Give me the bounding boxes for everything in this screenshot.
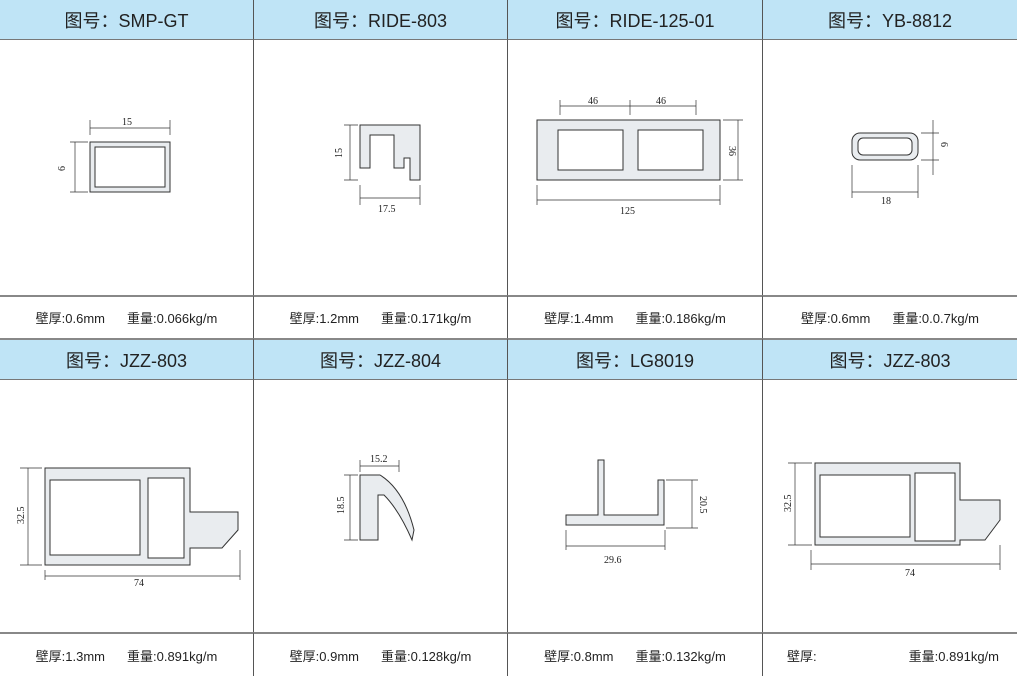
cell-title: 图号：SMP-GT (0, 0, 254, 40)
cell-title: 图号：RIDE-803 (254, 0, 508, 40)
dim-label: 6 (938, 142, 949, 147)
weight: 重量:0.891kg/m (127, 648, 218, 664)
wall-thickness: 壁厚:0.8mm (544, 648, 614, 664)
cell-title: 图号：LG8019 (508, 338, 763, 380)
wall-thickness: 壁厚:1.3mm (35, 648, 105, 664)
cell-title: 图号：JZZ-804 (254, 338, 508, 380)
cell-title: 图号：RIDE-125-01 (508, 0, 763, 40)
dim-label: 29.6 (604, 555, 622, 566)
profile-drawing-jzz-803-b: 32.5 74 (763, 380, 1017, 632)
spec-row: 壁厚:1.3mm 重量:0.891kg/m (0, 632, 254, 676)
wall-thickness: 壁厚:0.9mm (289, 648, 359, 664)
dim-label: 74 (134, 578, 144, 589)
weight: 重量:0.132kg/m (635, 648, 726, 664)
cell-title: 图号：JZZ-803 (0, 338, 254, 380)
spec-row: 壁厚:0.6mm 重量:0.0.7kg/m (763, 295, 1017, 338)
profile-drawing-jzz-803: 32.5 74 (0, 380, 254, 632)
wall-thickness: 壁厚: (787, 648, 817, 664)
dim-label: 46 (588, 96, 598, 107)
cell-title: 图号：YB-8812 (763, 0, 1017, 40)
dim-label: 46 (656, 96, 666, 107)
weight: 重量:0.066kg/m (127, 311, 218, 326)
weight: 重量:0.171kg/m (381, 311, 472, 326)
wall-thickness: 壁厚:1.2mm (289, 311, 359, 326)
spec-row: 壁厚:1.2mm 重量:0.171kg/m (254, 295, 508, 338)
profile-drawing-lg8019: 20.5 29.6 (508, 380, 763, 632)
dim-label: 32.5 (16, 507, 27, 525)
dim-label: 125 (620, 206, 635, 217)
dim-label: 18 (881, 196, 891, 207)
dim-label: 17.5 (378, 204, 396, 215)
spec-row: 壁厚:0.9mm 重量:0.128kg/m (254, 632, 508, 676)
dim-label: 32.5 (783, 495, 794, 513)
dim-label: 18.5 (336, 497, 347, 515)
dim-label: 15 (334, 148, 345, 158)
dim-label: 20.5 (697, 496, 708, 514)
cell-title: 图号：JZZ-803 (763, 338, 1017, 380)
spec-row: 壁厚: 重量:0.891kg/m (763, 632, 1017, 676)
profile-drawing-jzz-804: 15.2 18.5 (254, 380, 508, 632)
wall-thickness: 壁厚:1.4mm (544, 311, 614, 326)
dim-label: 15 (122, 117, 132, 128)
profile-drawing-ride-125-01: 46 46 36 125 (508, 40, 763, 295)
profile-drawing-smp-gt: 15 6 (0, 40, 254, 295)
spec-row: 壁厚:1.4mm 重量:0.186kg/m (508, 295, 763, 338)
weight: 重量:0.0.7kg/m (892, 311, 980, 326)
weight: 重量:0.186kg/m (635, 311, 726, 326)
profile-drawing-yb-8812: 6 18 (763, 40, 1017, 295)
wall-thickness: 壁厚:0.6mm (35, 311, 105, 326)
spec-row: 壁厚:0.6mm 重量:0.066kg/m (0, 295, 254, 338)
dim-label: 36 (726, 146, 737, 156)
wall-thickness: 壁厚:0.6mm (800, 311, 871, 326)
dim-label: 74 (905, 568, 915, 579)
dim-label: 6 (57, 166, 68, 171)
spec-row: 壁厚:0.8mm 重量:0.132kg/m (508, 632, 763, 676)
weight: 重量:0.891kg/m (908, 648, 999, 664)
weight: 重量:0.128kg/m (381, 648, 472, 664)
profile-drawing-ride-803: 15 17.5 (254, 40, 508, 295)
dim-label: 15.2 (370, 454, 388, 465)
